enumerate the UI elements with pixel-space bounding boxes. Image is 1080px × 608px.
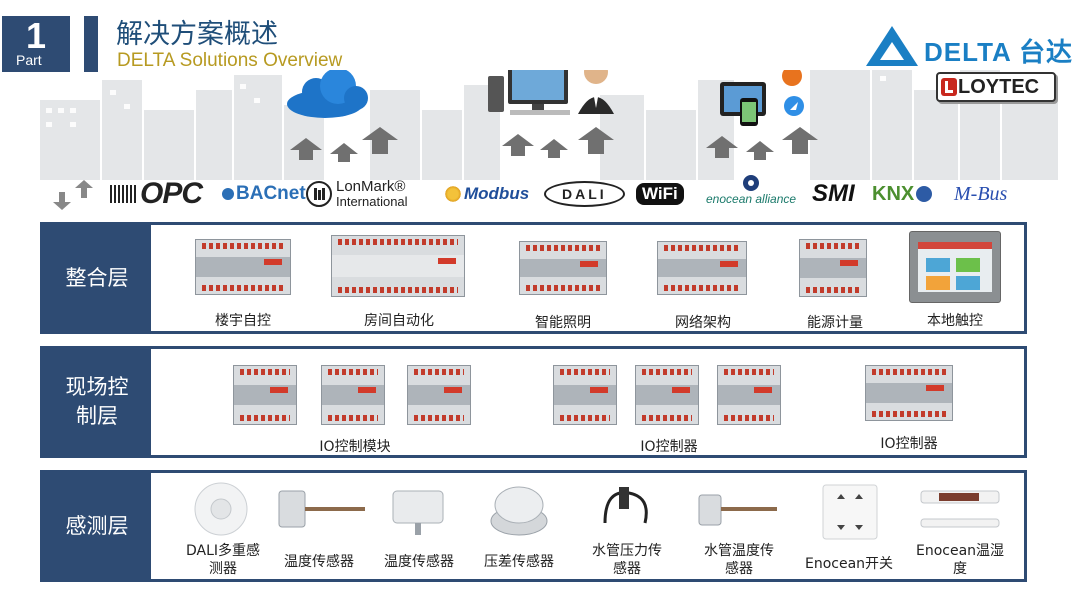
page-subtitle: DELTA Solutions Overview (117, 50, 343, 71)
sensing-layer-panel: 感测层 DALI多重感测器 温度传感器 温度传感器 压差传感器 水管压力传感器 … (40, 470, 1027, 582)
item-caption: 压差传感器 (484, 554, 554, 570)
io-module-image (321, 365, 385, 425)
item-caption: 能源计量 (807, 315, 863, 331)
desktop-computer-icon (488, 70, 570, 115)
part-divider-bar (84, 16, 98, 72)
item-caption: 网络架构 (675, 315, 731, 331)
temperature-sensor-room-image (392, 490, 444, 535)
cloud-icon (287, 70, 368, 118)
energy-meter-image (799, 239, 867, 297)
loytec-logo: LOYTEC (936, 72, 1056, 102)
enocean-icon (743, 175, 760, 191)
dali-logo: DALI (544, 178, 625, 210)
part-badge: 1 Part (2, 16, 70, 72)
field-control-layer-panel: 现场控制层 IO控制模块 IO控制器 IO控制器 (40, 346, 1027, 458)
integration-layer-panel: 整合层 楼宇自控 房间自动化 智能照明 网络架构 能源计量 本地触控 (40, 222, 1027, 334)
wifi-logo: WiFi (636, 178, 684, 210)
temperature-sensor-duct-image (278, 490, 365, 528)
enocean-temp-humidity-sensor-image (920, 490, 1000, 528)
item-caption: 水管压力传感器 (592, 543, 662, 577)
modbus-logo: Modbus (444, 178, 529, 210)
item-caption: 楼宇自控 (215, 313, 271, 329)
smi-logo: SMI (812, 180, 855, 207)
item-caption: DALI多重感测器 (185, 543, 261, 577)
network-controller-image (657, 241, 747, 295)
differential-pressure-sensor-image (490, 486, 548, 536)
enocean-alliance-logo: enocean alliance (706, 174, 796, 212)
room-automation-controller-image (331, 235, 465, 297)
delta-triangle-icon (866, 26, 918, 66)
user-person-icon (578, 70, 614, 114)
item-caption: 本地触控 (927, 313, 983, 329)
item-caption: 房间自动化 (364, 313, 434, 329)
delta-logo: DELTA 台达 (864, 24, 1072, 70)
part-word: Part (16, 52, 42, 68)
io-controller-large-image (865, 365, 953, 421)
integration-layer-label: 整合层 (43, 225, 151, 331)
item-caption: 温度传感器 (384, 554, 454, 570)
io-module-image (407, 365, 471, 425)
io-module-image (233, 365, 297, 425)
part-number: 1 (25, 15, 47, 56)
firefox-icon (782, 70, 802, 86)
item-caption: Enocean开关 (804, 556, 894, 572)
item-caption: Enocean温湿度 (915, 543, 1005, 577)
water-pipe-temperature-sensor-image (698, 494, 777, 526)
enocean-switch-image (822, 484, 878, 540)
dali-multi-sensor-image (194, 482, 248, 536)
bidirectional-arrows-icon (53, 180, 93, 210)
water-pipe-pressure-sensor-image (603, 487, 648, 524)
sensing-layer-label: 感测层 (43, 473, 151, 579)
bacnet-logo: BACnet (222, 178, 306, 210)
item-caption: 温度传感器 (284, 554, 354, 570)
loytec-l-icon (941, 78, 957, 96)
group-caption: IO控制器 (640, 439, 698, 455)
touch-panel-image (909, 231, 1001, 303)
opc-logo: OPC (110, 177, 203, 210)
io-controller-image (717, 365, 781, 425)
io-controller-image (553, 365, 617, 425)
item-caption: 智能照明 (535, 315, 591, 331)
item-caption: 水管温度传感器 (704, 543, 774, 577)
io-controller-image (635, 365, 699, 425)
tablet-phone-icon (720, 82, 766, 126)
lighting-controller-image (519, 241, 607, 295)
group-caption: IO控制器 (880, 436, 938, 452)
page-title: 解决方案概述 (116, 19, 278, 50)
city-skyline-illustration: e (40, 70, 1058, 180)
lonmark-icon (306, 181, 332, 207)
mbus-logo: M-Bus (954, 182, 1008, 205)
lonmark-logo: LonMark®International (306, 178, 408, 210)
group-caption: IO控制模块 (319, 439, 391, 455)
knx-logo: KNX (872, 178, 933, 210)
field-control-layer-label: 现场控制层 (43, 349, 151, 455)
building-automation-controller-image (195, 239, 291, 295)
